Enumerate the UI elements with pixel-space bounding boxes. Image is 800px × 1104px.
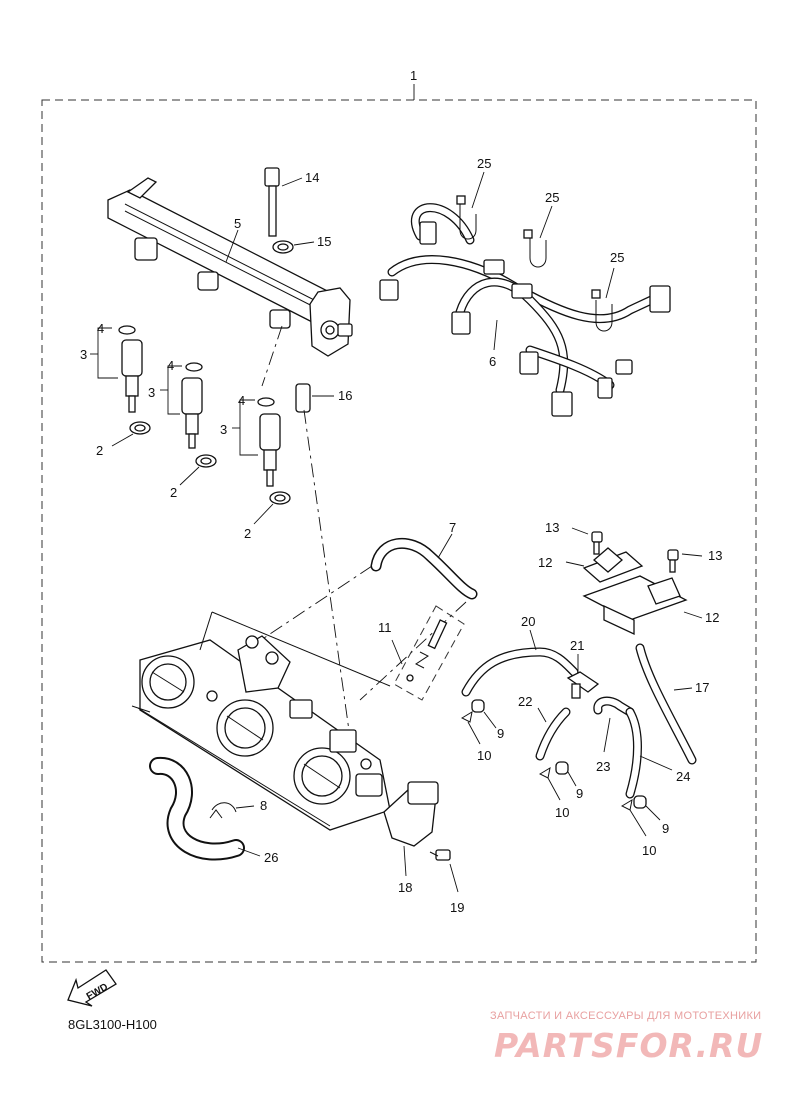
callout-26[interactable]: 26 bbox=[264, 850, 278, 865]
callout-2a[interactable]: 2 bbox=[96, 443, 103, 458]
hose-7[interactable] bbox=[370, 533, 478, 600]
callout-11[interactable]: 11 bbox=[378, 620, 392, 635]
callout-12a[interactable]: 12 bbox=[538, 555, 552, 570]
callout-22[interactable]: 22 bbox=[518, 694, 532, 709]
callout-2b[interactable]: 2 bbox=[170, 485, 177, 500]
callout-15[interactable]: 15 bbox=[317, 234, 331, 249]
catalog-code: 8GL3100-H100 bbox=[68, 1017, 157, 1032]
hose-26[interactable] bbox=[149, 757, 261, 861]
joint-21[interactable] bbox=[566, 654, 600, 699]
washer-15[interactable] bbox=[272, 240, 315, 254]
callout-3c[interactable]: 3 bbox=[220, 422, 227, 437]
fwd-arrow-icon: FWD bbox=[67, 969, 117, 1007]
callout-23[interactable]: 23 bbox=[596, 759, 610, 774]
callout-6[interactable]: 6 bbox=[489, 354, 496, 369]
callout-21[interactable]: 21 bbox=[570, 638, 584, 653]
callout-3b[interactable]: 3 bbox=[148, 385, 155, 400]
bolt-13a[interactable] bbox=[571, 527, 603, 555]
callout-18[interactable]: 18 bbox=[398, 880, 412, 895]
callout-19[interactable]: 19 bbox=[450, 900, 464, 915]
callout-25b[interactable]: 25 bbox=[545, 190, 559, 205]
watermark-subtitle: ЗАПЧАСТИ И АКСЕССУАРЫ ДЛЯ МОТОТЕХНИКИ bbox=[490, 1010, 762, 1022]
screw-set-11[interactable] bbox=[391, 605, 465, 701]
callout-12b[interactable]: 12 bbox=[705, 610, 719, 625]
callout-4a[interactable]: 4 bbox=[97, 321, 104, 336]
callout-3a[interactable]: 3 bbox=[80, 347, 87, 362]
assembly-frame bbox=[41, 99, 757, 963]
cap-9c[interactable] bbox=[633, 795, 661, 821]
callout-9b[interactable]: 9 bbox=[576, 786, 583, 801]
clip-25b[interactable] bbox=[523, 205, 553, 268]
clip-25c[interactable] bbox=[591, 267, 615, 332]
callout-9c[interactable]: 9 bbox=[662, 821, 669, 836]
sensor-18[interactable] bbox=[383, 781, 439, 877]
callout-8[interactable]: 8 bbox=[260, 798, 267, 813]
screw-19[interactable] bbox=[429, 849, 459, 893]
callout-2c[interactable]: 2 bbox=[244, 526, 251, 541]
clip-25a[interactable] bbox=[456, 171, 485, 240]
callout-13b[interactable]: 13 bbox=[708, 548, 722, 563]
clip-10a[interactable] bbox=[460, 710, 481, 745]
clip-10c[interactable] bbox=[620, 798, 647, 837]
injector-a[interactable] bbox=[118, 325, 143, 413]
bracket-12b[interactable] bbox=[582, 575, 703, 636]
hose-24[interactable] bbox=[625, 707, 673, 799]
seal-2c[interactable] bbox=[253, 491, 291, 525]
callout-17[interactable]: 17 bbox=[695, 680, 709, 695]
cap-9b[interactable] bbox=[555, 761, 577, 787]
callout-1[interactable]: 1 bbox=[410, 68, 417, 83]
bracket-12a[interactable] bbox=[565, 547, 644, 583]
hose-17[interactable] bbox=[635, 643, 697, 765]
bolt-14[interactable] bbox=[264, 167, 303, 237]
callout-7[interactable]: 7 bbox=[449, 520, 456, 535]
callout-9a[interactable]: 9 bbox=[497, 726, 504, 741]
clamp-8[interactable] bbox=[209, 802, 255, 819]
seal-2b[interactable] bbox=[179, 454, 217, 486]
bolt-13b[interactable] bbox=[667, 549, 703, 573]
callout-10c[interactable]: 10 bbox=[642, 843, 656, 858]
callout-20[interactable]: 20 bbox=[521, 614, 535, 629]
callout-4c[interactable]: 4 bbox=[238, 393, 245, 408]
callout-13a[interactable]: 13 bbox=[545, 520, 559, 535]
callout-4b[interactable]: 4 bbox=[167, 358, 174, 373]
collar-16[interactable] bbox=[295, 383, 334, 413]
throttle-body[interactable] bbox=[131, 635, 391, 831]
watermark-brand: PARTSFOR.RU bbox=[494, 1026, 764, 1065]
seal-2a[interactable] bbox=[111, 421, 151, 447]
hose-22[interactable] bbox=[535, 707, 571, 761]
callout-5[interactable]: 5 bbox=[234, 216, 241, 231]
fuel-rail[interactable] bbox=[107, 177, 353, 357]
callout-24[interactable]: 24 bbox=[676, 769, 690, 784]
callout-10a[interactable]: 10 bbox=[477, 748, 491, 763]
hose-23[interactable] bbox=[593, 696, 635, 753]
callout-14[interactable]: 14 bbox=[305, 170, 319, 185]
wire-harness[interactable] bbox=[379, 203, 671, 417]
hose-20[interactable] bbox=[461, 629, 579, 697]
clip-10b[interactable] bbox=[538, 766, 561, 801]
callout-25a[interactable]: 25 bbox=[477, 156, 491, 171]
injector-b[interactable] bbox=[181, 362, 203, 449]
callout-16[interactable]: 16 bbox=[338, 388, 352, 403]
callout-10b[interactable]: 10 bbox=[555, 805, 569, 820]
callout-25c[interactable]: 25 bbox=[610, 250, 624, 265]
cap-9a[interactable] bbox=[471, 699, 497, 729]
injector-c[interactable] bbox=[257, 397, 281, 487]
